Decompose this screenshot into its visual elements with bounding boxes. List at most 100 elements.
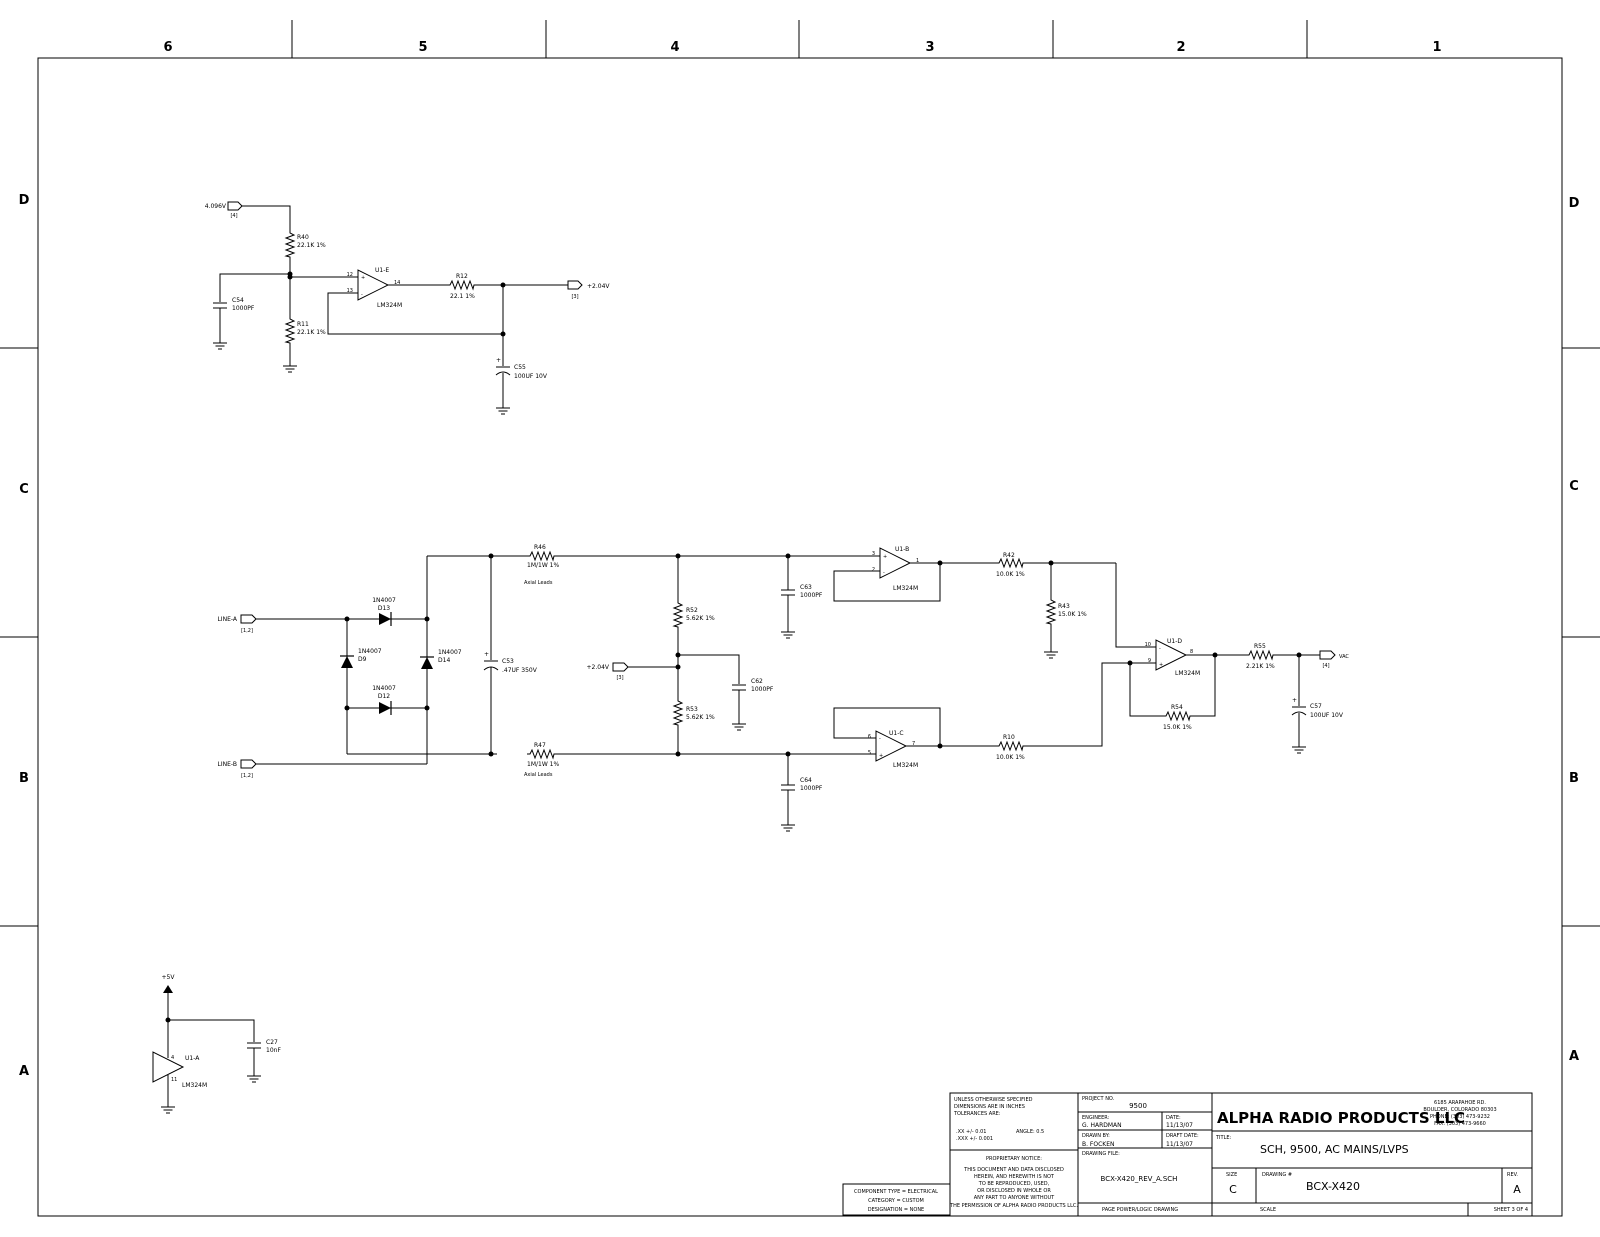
opamp-sign: - [883,570,885,576]
part-ref: C57 [1310,703,1322,710]
part-value: 1M/1W 1% [527,761,559,768]
pin-number: 7 [912,741,915,747]
resistor-r53 [673,697,683,729]
part-number: LM324M [1175,670,1200,677]
part-value: 1000PF [232,305,255,312]
resistor-r52 [673,599,683,631]
rev-label: REV. [1507,1172,1518,1178]
company-name: ALPHA RADIO PRODUCTS LLC [1217,1109,1465,1127]
input-port-204v [612,662,629,672]
input-port-line-b [240,759,257,769]
draft-date: 11/13/07 [1166,1141,1193,1148]
sheet-size: C [1229,1183,1237,1196]
part-value: 15.0K 1% [1058,611,1087,618]
part-note: Axial Leads [524,772,553,778]
part-ref: R12 [456,273,468,280]
proprietary-line: TO BE REPRODUCED, USED, [978,1181,1050,1187]
ground-symbol [282,365,298,373]
part-note: Axial Leads [524,580,553,586]
part-value: 15.0K 1% [1163,724,1192,731]
pin-number: 1 [916,558,919,564]
port-label: 4.096V [205,203,227,210]
tolerance-xx: .XX +/- 0.01 [956,1129,986,1135]
pin-number: 13 [347,288,353,294]
part-value: 10nF [266,1047,281,1054]
opamp-sign: + [361,275,365,281]
part-value: 22.1K 1% [297,329,326,336]
project-no-label: PROJECT NO. [1082,1096,1115,1102]
part-value: 5.62K 1% [686,714,715,721]
port-sheet-ref: [1,2] [241,773,253,779]
project-no: 9500 [1129,1102,1147,1110]
part-ref: C53 [502,658,514,665]
tolerance-xxx: .XXX +/- 0.001 [956,1136,993,1142]
part-ref: U1-D [1167,638,1182,645]
address-line: PHONE: (303) 473-9232 [1430,1114,1490,1120]
port-sheet-ref: [1,2] [241,628,253,634]
opamp-sign: + [883,554,887,560]
part-ref: D13 [378,605,390,612]
output-port-204v [567,280,583,290]
drawing-title: SCH, 9500, AC MAINS/LVPS [1260,1143,1409,1156]
opamp-sign: + [879,753,883,759]
part-ref: C27 [266,1039,278,1046]
drawing-file: BCX-X420_REV_A.SCH [1101,1175,1178,1183]
component-designation: DESIGNATION = NONE [868,1207,924,1213]
sheet-number: SHEET 3 OF 4 [1494,1207,1528,1213]
resistor-r40 [285,229,295,261]
part-ref: R54 [1171,704,1183,711]
part-value: 10.0K 1% [996,571,1025,578]
zone-col-label: 1 [1432,40,1441,55]
opamp-sign: + [1159,662,1163,668]
opamp-u1-c [875,730,908,762]
resistor-r42 [995,558,1027,568]
part-number: LM324M [182,1082,207,1089]
rectifier-divider-circuit: LINE-A [1,2] LINE-B [1,2] 1N4007 D13 1N4… [217,544,875,832]
part-value: .47UF 350V [502,667,538,674]
proprietary-line: THIS DOCUMENT AND DATA DISCLOSED [963,1167,1064,1173]
part-value: 22.1 1% [450,293,475,300]
engineer-date: 11/13/07 [1166,1122,1193,1129]
zone-row-label: B [19,771,29,786]
tolerance-angle: ANGLE: 0.5 [1016,1129,1044,1135]
ground-symbol [1043,651,1059,659]
pin-number: 6 [868,734,871,740]
pin-number: 3 [872,551,875,557]
port-sheet-ref: [3] [571,294,578,300]
part-value: 100UF 10V [514,373,548,380]
zone-row-label: C [1569,479,1579,494]
resistor-r12 [446,280,478,290]
part-ref: U1-E [375,267,389,274]
ground-symbol [212,342,228,350]
diode-d9 [340,655,354,668]
part-ref: R47 [534,742,546,749]
part-ref: U1-A [185,1055,200,1062]
part-number: 1N4007 [372,597,396,604]
zone-row-label: D [1569,196,1580,211]
part-ref: R46 [534,544,546,551]
drawn-by-name: B. FOCKEN [1082,1141,1115,1148]
zone-row-label: C [19,482,29,497]
part-ref: R53 [686,706,698,713]
proprietary-line: ANY PART TO ANYONE WITHOUT [974,1195,1055,1201]
opamp-sign: - [879,736,881,742]
polarity-mark: + [1292,697,1297,704]
port-label: +2.04V [587,664,610,671]
component-category: CATEGORY = CUSTOM [868,1198,924,1204]
resistor-r11 [285,315,295,347]
zone-row-label: D [19,193,30,208]
part-number: LM324M [893,585,918,592]
opamp-u1-b [879,547,912,579]
proprietary-title: PROPRIETARY NOTICE: [986,1156,1042,1162]
part-value: 100UF 10V [1310,712,1344,719]
opamp-sign: - [1159,646,1161,652]
part-ref: C64 [800,777,812,784]
part-value: 1000PF [800,785,823,792]
zone-row-labels: D D C C B B A A [19,193,1580,1079]
scale-label: SCALE [1260,1207,1276,1213]
zone-row-label: A [1569,1049,1579,1064]
input-port-4096v [227,201,243,211]
part-number: LM324M [893,762,918,769]
polarity-mark: + [496,357,501,364]
ground-symbol [780,631,796,639]
